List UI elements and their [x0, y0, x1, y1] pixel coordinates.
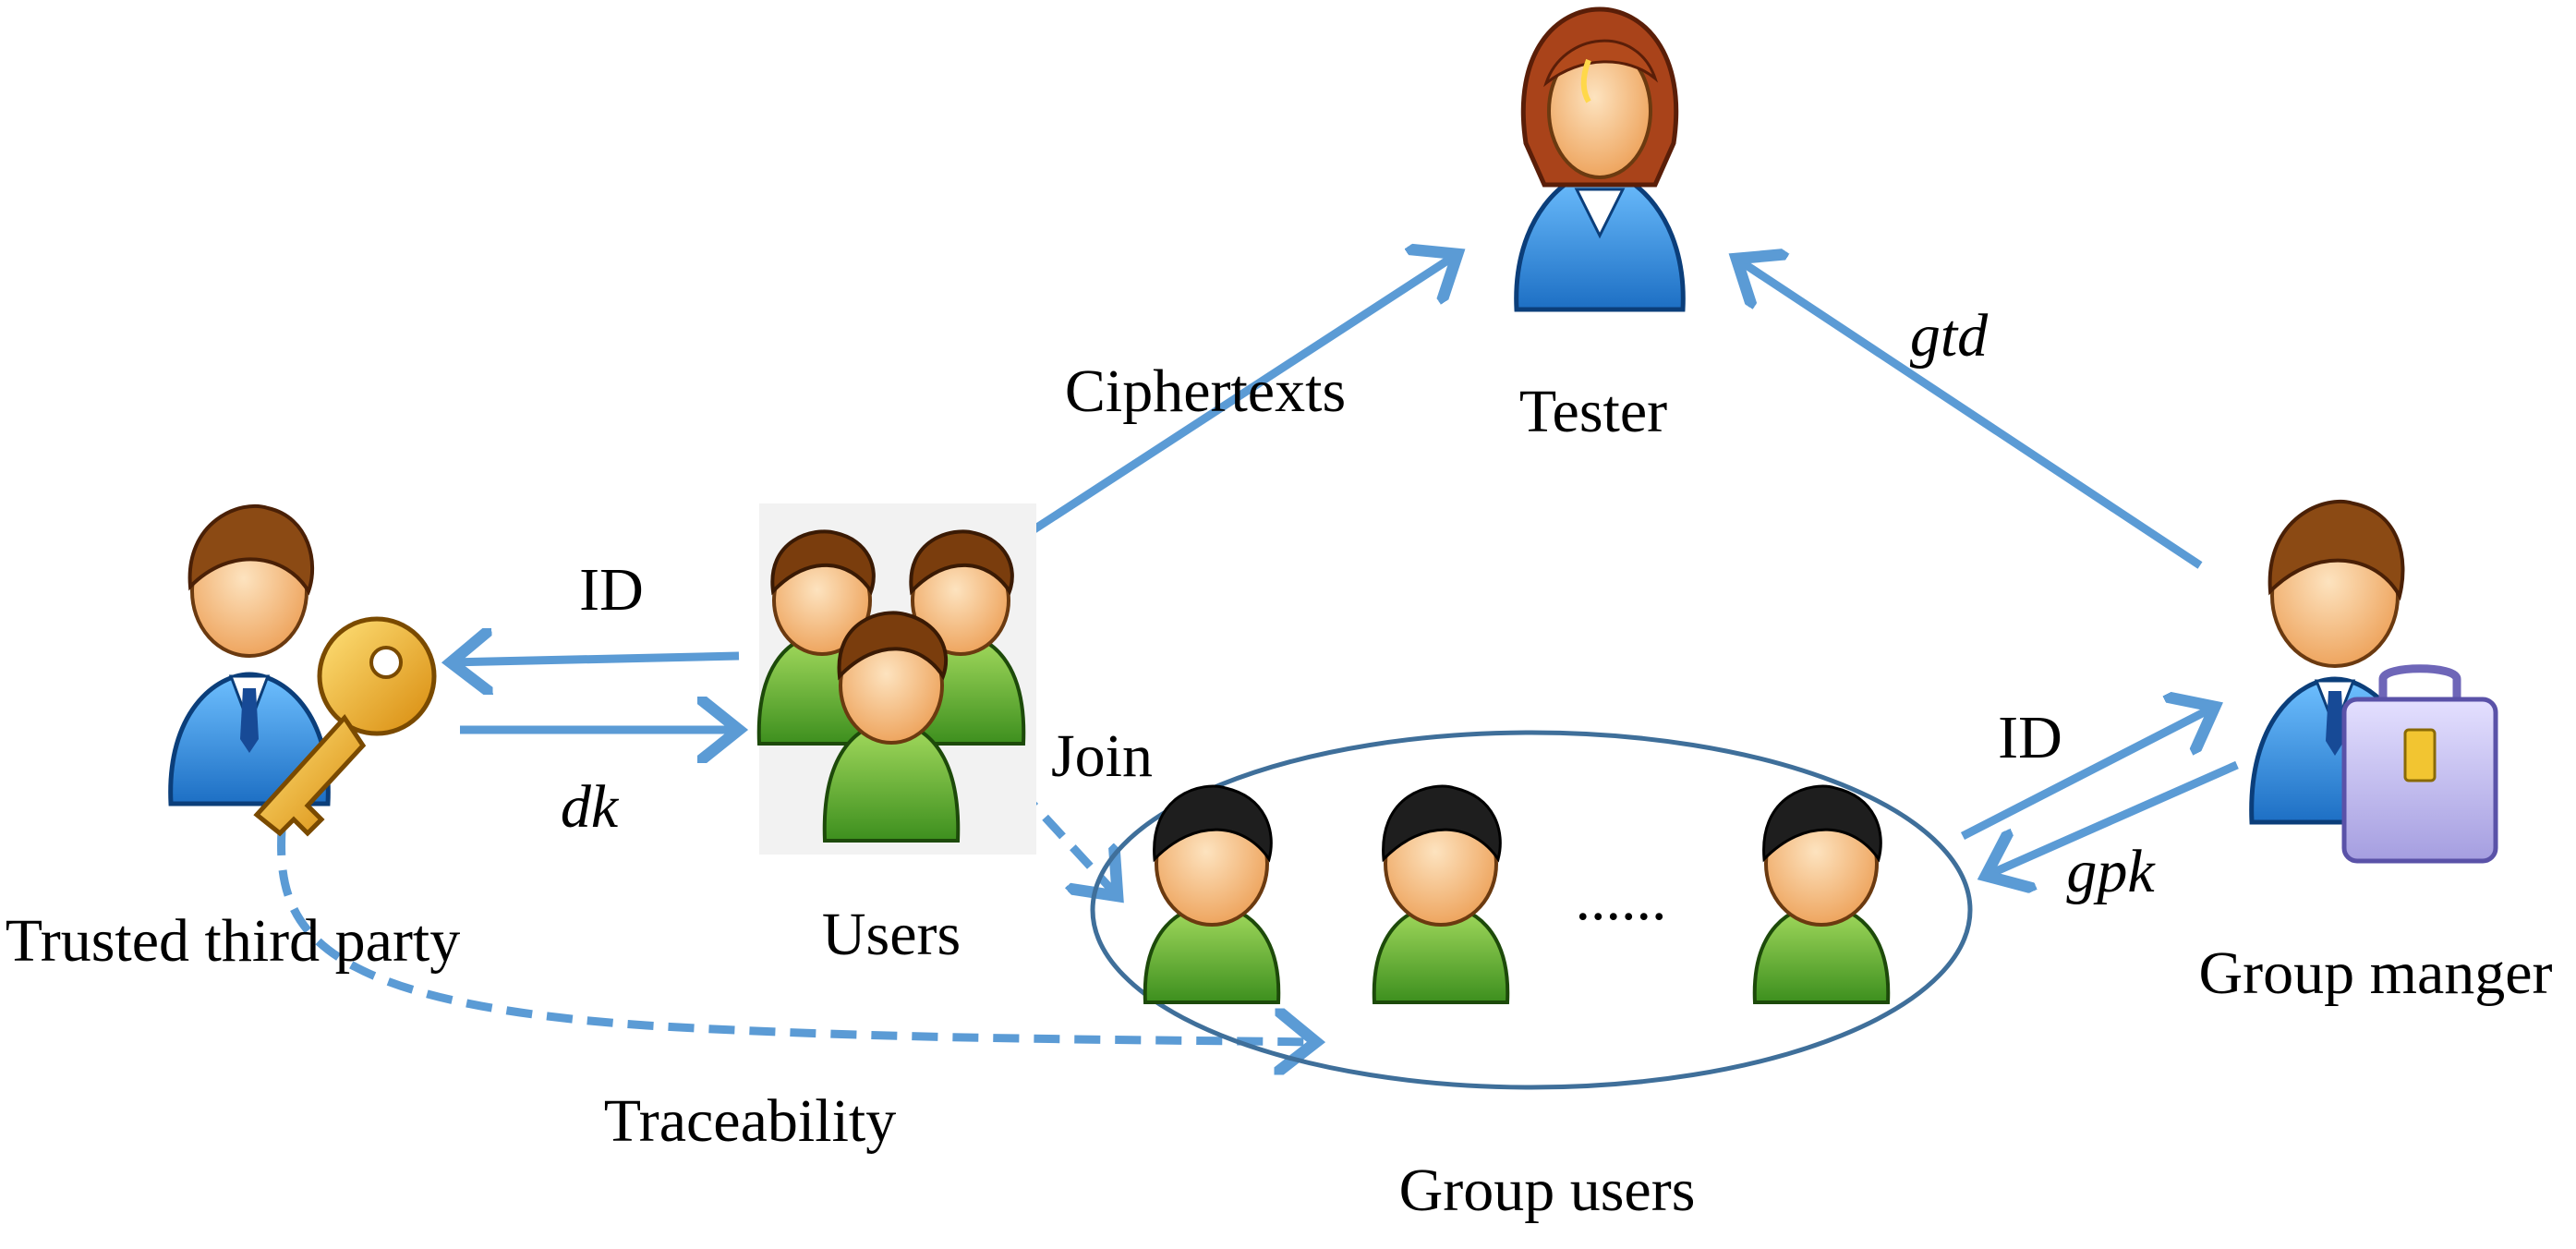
group-users-label: Group users [1399, 1157, 1696, 1224]
group-user-icon [1372, 784, 1510, 1004]
trusted-third-party-label: Trusted third party [6, 907, 461, 975]
group-manager-label: Group manger [2198, 940, 2552, 1007]
id-to-manager-label: ID [1998, 704, 2062, 771]
gtd-arrow [1736, 259, 2203, 569]
key-icon [253, 616, 437, 837]
group-user-icon [1143, 784, 1281, 1004]
ciphertexts-arrow [1024, 254, 1457, 538]
gtd-label: gtd [1910, 302, 1989, 370]
users-icon [756, 529, 1026, 843]
id-to-ttp-label: ID [579, 556, 644, 624]
ciphertexts-label: Ciphertexts [1065, 358, 1346, 425]
dk-label: dk [561, 773, 620, 841]
join-arrow [986, 754, 1118, 896]
tester-icon [1514, 6, 1686, 312]
group-users-ellipse [1090, 730, 1973, 1090]
briefcase-icon [2341, 664, 2498, 864]
traceability-arrow [277, 829, 1316, 1042]
id-to-ttp-arrow [451, 656, 740, 662]
id-to-manager-arrow [1960, 707, 2215, 841]
group-user-icon [1752, 784, 1891, 1004]
join-label: Join [1051, 722, 1153, 790]
gpk-arrow [1986, 760, 2239, 876]
traceability-label: Traceability [604, 1087, 897, 1155]
gpk-label: gpk [2066, 838, 2156, 905]
tester-label: Tester [1519, 378, 1667, 445]
ellipsis-label: ...... [1576, 866, 1667, 933]
trusted-third-party-icon [168, 503, 331, 806]
users-label: Users [822, 901, 961, 968]
